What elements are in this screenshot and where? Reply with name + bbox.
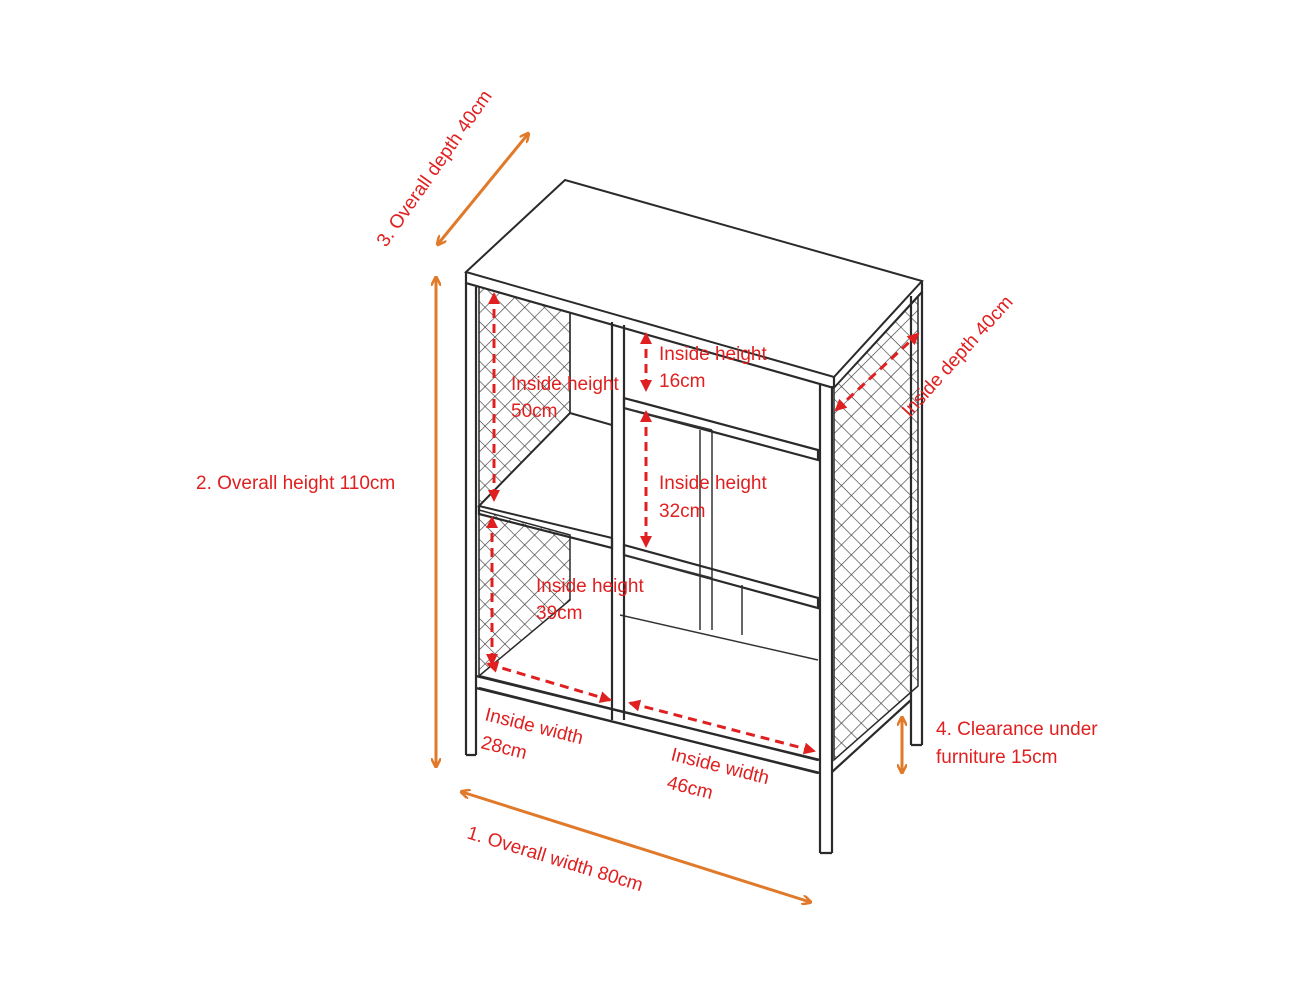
clearance-label-line2: furniture 15cm [936,747,1057,768]
inside-height-right-top-label: Inside height [659,344,767,365]
front-left-leg [464,283,478,757]
inside-width-left-arrow [486,661,612,703]
overall-depth-arrow [438,134,528,244]
shelf-right-upper [622,396,820,462]
inside-height-right-mid-label: Inside height [659,473,767,494]
middle-divider [610,322,626,720]
inside-width-right-arrow [628,699,816,755]
inside-height-left-top-label: Inside height [511,374,619,395]
inside-height-left-bottom-value: 39cm [536,603,582,624]
inside-height-right-mid-value: 32cm [659,501,705,522]
clearance-label-line1: 4. Clearance under [936,719,1098,740]
overall-width-label: 1. Overall width 80cm [465,823,646,896]
inside-width-right-value: 46cm [665,772,715,804]
inside-height-right-top-value: 16cm [659,371,705,392]
inside-height-left-top-value: 50cm [511,401,557,422]
inside-depth-arrow [834,332,920,412]
overall-width-arrow [462,792,810,902]
shelf-right-lower [622,543,820,610]
overall-depth-label: 3. Overall depth 40cm [373,87,497,251]
left-mesh-panel-bottom [478,509,571,678]
front-right-leg [818,383,834,855]
right-mesh-panel [833,295,919,762]
overall-height-label: 2. Overall height 110cm [196,473,395,494]
inside-width-left-value: 28cm [479,732,529,764]
inside-height-left-bottom-label: Inside height [536,576,644,597]
